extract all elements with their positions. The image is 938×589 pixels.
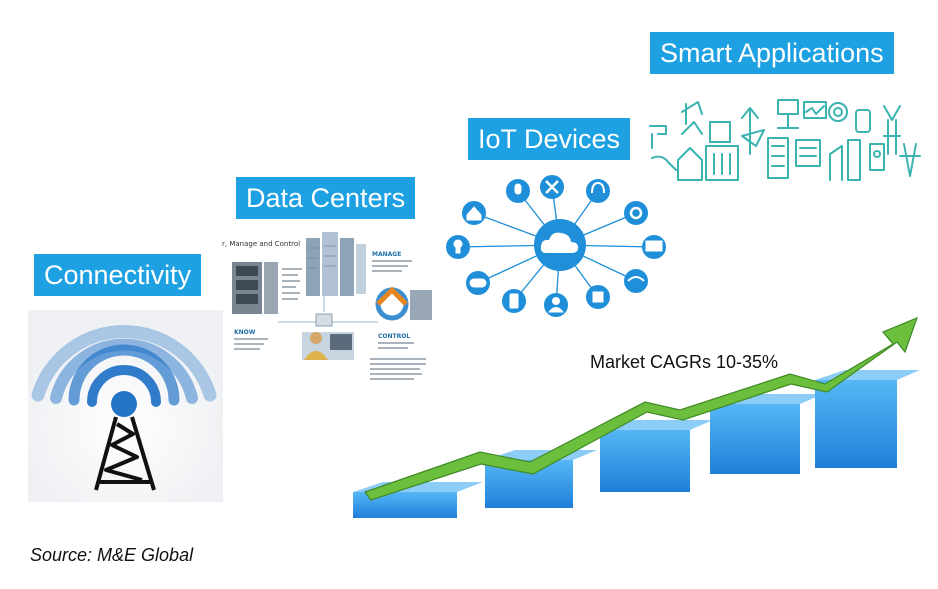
know-text: KNOW	[234, 329, 256, 336]
connectivity-label: Connectivity	[34, 254, 202, 296]
control-text: CONTROL	[378, 333, 410, 340]
settings-icon	[624, 201, 648, 225]
radio-tower-icon	[28, 310, 223, 502]
growth-arrow	[364, 316, 919, 501]
source-caption: Source: M&E Global	[30, 545, 194, 565]
headset-icon	[586, 179, 610, 203]
smart-applications-icons	[649, 99, 921, 181]
manage-text: MANAGE	[372, 251, 401, 258]
bar-blocks	[353, 370, 920, 518]
iot-devices-label: IoT Devices	[468, 118, 631, 160]
market-cagr-label: Market CAGRs 10-35%	[590, 352, 779, 372]
iot-hub-diagram	[446, 175, 666, 317]
wifi-icon	[624, 269, 648, 293]
data-center-diagram: r, Manage and Control MANAGE KNOW CONTRO…	[222, 232, 432, 380]
data-centers-label: Data Centers	[236, 177, 416, 219]
growth-arrow-graphic	[353, 316, 920, 518]
smart-applications-label: Smart Applications	[650, 32, 894, 74]
diagram-title: r, Manage and Control	[222, 240, 300, 248]
